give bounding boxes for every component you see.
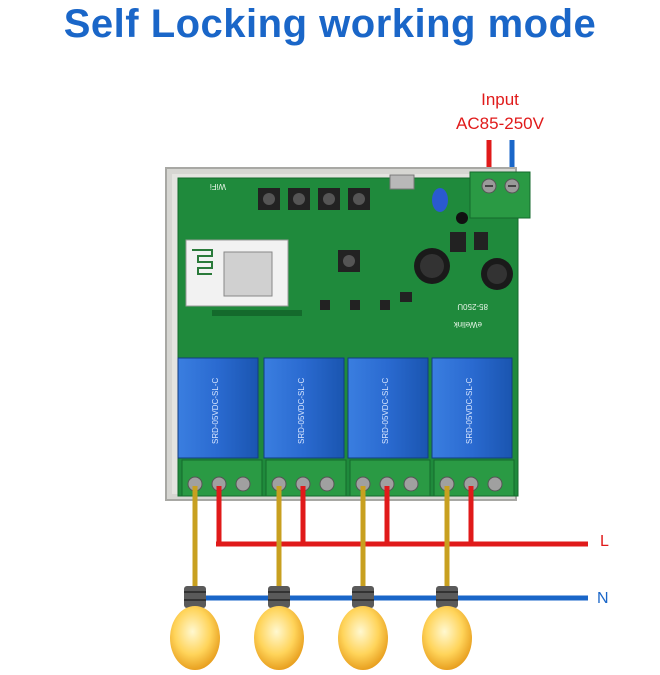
relay-module: eWelink 85-250U WiFi SRD-05VDC-SL-C SRD-… <box>165 167 531 501</box>
voltage-mark: 85-250U <box>457 302 488 311</box>
relay-1: SRD-05VDC-SL-C <box>177 357 259 459</box>
input-voltage-range: AC85-250V <box>456 114 544 133</box>
smd-components <box>320 232 488 310</box>
brand-mark: eWelink <box>453 320 482 329</box>
capacitors <box>414 188 513 290</box>
lamp-4 <box>422 586 472 670</box>
relay-2-model: SRD-05VDC-SL-C <box>297 378 306 444</box>
live-line-label: L <box>600 533 609 550</box>
pcb-buttons <box>258 188 370 272</box>
input-terminal-block <box>469 171 531 219</box>
relay-3: SRD-05VDC-SL-C <box>347 357 429 459</box>
relay-1-model: SRD-05VDC-SL-C <box>211 378 220 444</box>
diagram-title: Self Locking working mode <box>63 2 597 46</box>
relay-2: SRD-05VDC-SL-C <box>263 357 345 459</box>
lamp-wiring <box>192 486 450 590</box>
relay-3-model: SRD-05VDC-SL-C <box>381 378 390 444</box>
lamp-1 <box>170 586 220 670</box>
output-terminals <box>181 459 515 497</box>
relay-4-model: SRD-05VDC-SL-C <box>465 378 474 444</box>
lamp-2 <box>254 586 304 670</box>
lamp-3 <box>338 586 388 670</box>
wifi-mark: WiFi <box>210 182 226 191</box>
neutral-line-label: N <box>597 590 609 607</box>
relay-4: SRD-05VDC-SL-C <box>431 357 513 459</box>
wifi-module <box>185 239 302 316</box>
usb-port <box>389 174 415 190</box>
input-label: Input <box>481 90 519 109</box>
